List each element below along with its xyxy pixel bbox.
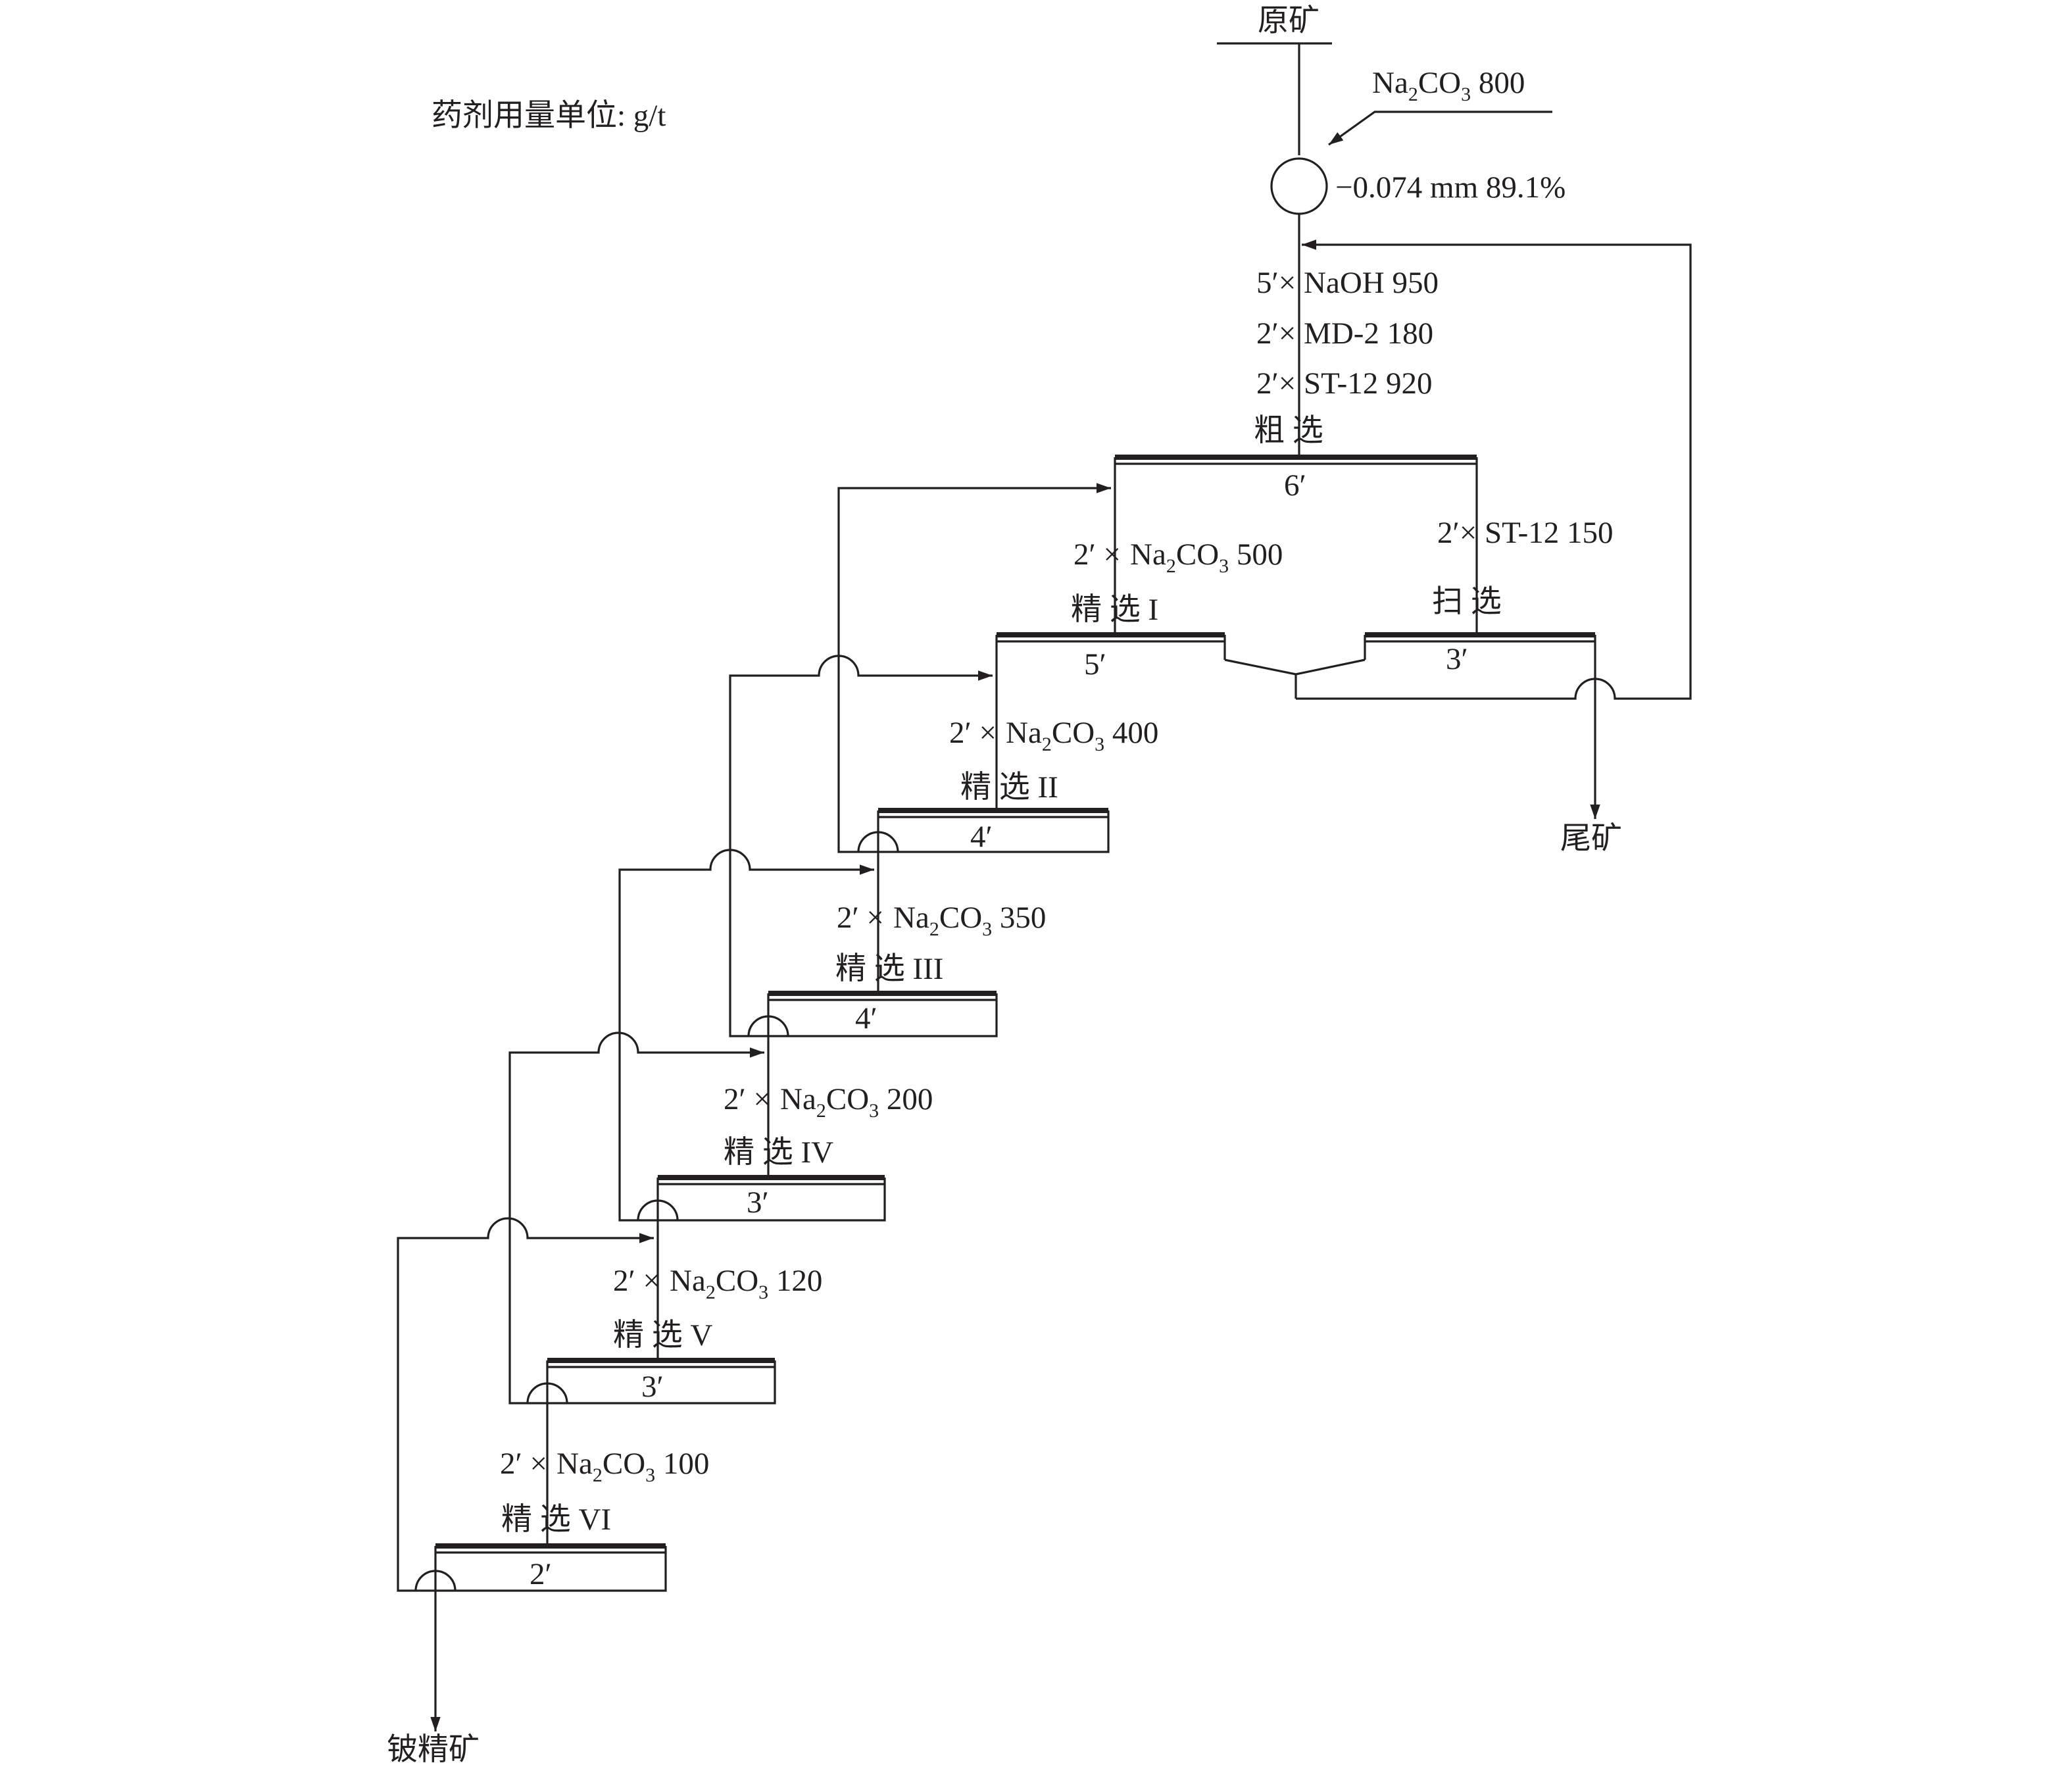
cleaner-5-time: 3′ — [641, 1370, 664, 1404]
cleaner-3-time: 4′ — [855, 1001, 877, 1035]
cleaner-3-reagent: 2′ ×Na2CO3 350 — [837, 901, 1046, 940]
scavenger-cell: 3′ — [1364, 632, 1596, 684]
cleaner-3-cell: 4′ — [767, 991, 998, 1037]
cleaner-6-reagent: 2′ ×Na2CO3 100 — [500, 1447, 709, 1486]
cleaner-3-stage-label: 精 选 III — [835, 952, 943, 986]
cleaner-5-stage-label: 精 选 V — [613, 1318, 712, 1353]
cleaner-6-tail-recycle — [397, 1217, 654, 1592]
cleaner-6-cell: 2′ — [434, 1543, 667, 1592]
cleaner-4-stage-label: 精 选 IV — [724, 1135, 833, 1170]
cleaner-6-time: 2′ — [530, 1557, 552, 1591]
cleaner-5-reagent: 2′ ×Na2CO3 120 — [613, 1264, 822, 1303]
scavenger-reagent: 2′× ST-12 150 — [1437, 516, 1613, 550]
cleaner-4-cell: 3′ — [656, 1175, 886, 1222]
concentrate-label: 铍精矿 — [387, 1733, 480, 1765]
rougher-time: 6′ — [1284, 468, 1306, 503]
feed-label: 原矿 — [1258, 4, 1320, 38]
cleaner-4-tail-recycle — [618, 849, 874, 1222]
cleaner-6-stage-label: 精 选 VI — [501, 1503, 611, 1537]
rougher-reagent-1: 5′× NaOH 950 — [1256, 266, 1439, 300]
cleaner-2-stage-label: 精 选 II — [960, 770, 1058, 805]
rougher-reagent-3: 2′× ST-12 920 — [1256, 366, 1432, 401]
cleaner-2-time: 4′ — [970, 820, 993, 854]
cleaner-1-reagent: 2′ ×Na2CO3 500 — [1073, 537, 1283, 577]
cleaner-4-reagent: 2′ ×Na2CO3 200 — [724, 1082, 933, 1122]
tailings-label: 尾矿 — [1560, 822, 1622, 856]
rougher-cell: 6′ — [1115, 455, 1477, 503]
feed-node: 原矿 Na2CO3 800 — [1217, 4, 1552, 155]
rougher-stage-label: 粗 选 — [1254, 414, 1323, 448]
scavenger-time: 3′ — [1446, 642, 1468, 676]
dosage-unit-note: 药剂用量单位: g/t — [432, 99, 666, 133]
cleaner-3-tail-recycle — [729, 655, 993, 1037]
cleaner-2-cell: 4′ — [877, 808, 1110, 854]
grinding-mill: −0.074 mm 89.1% — [1270, 157, 1566, 215]
feed-reagent-label: Na2CO3 800 — [1372, 66, 1525, 105]
grinding-mill-icon — [1270, 157, 1328, 215]
cleaner-1-stage-label: 精 选 I — [1071, 593, 1158, 627]
cleaner-5-tail-recycle — [508, 1032, 764, 1405]
cleaner-5-cell: 3′ — [546, 1358, 776, 1405]
cleaner-1-time: 5′ — [1084, 647, 1106, 682]
scavenger-conc-recycle — [1296, 239, 1692, 700]
rougher-reagent-2: 2′× MD-2 180 — [1256, 316, 1433, 351]
cleaner-4-time: 3′ — [747, 1185, 769, 1220]
cleaner-2-reagent: 2′ ×Na2CO3 400 — [949, 716, 1158, 755]
feed-reagent-arrow — [1328, 111, 1552, 146]
grind-fineness-label: −0.074 mm 89.1% — [1335, 170, 1566, 205]
scavenger-stage-label: 扫 选 — [1432, 585, 1502, 619]
cleaner-1-cell: 5′ — [995, 632, 1226, 682]
